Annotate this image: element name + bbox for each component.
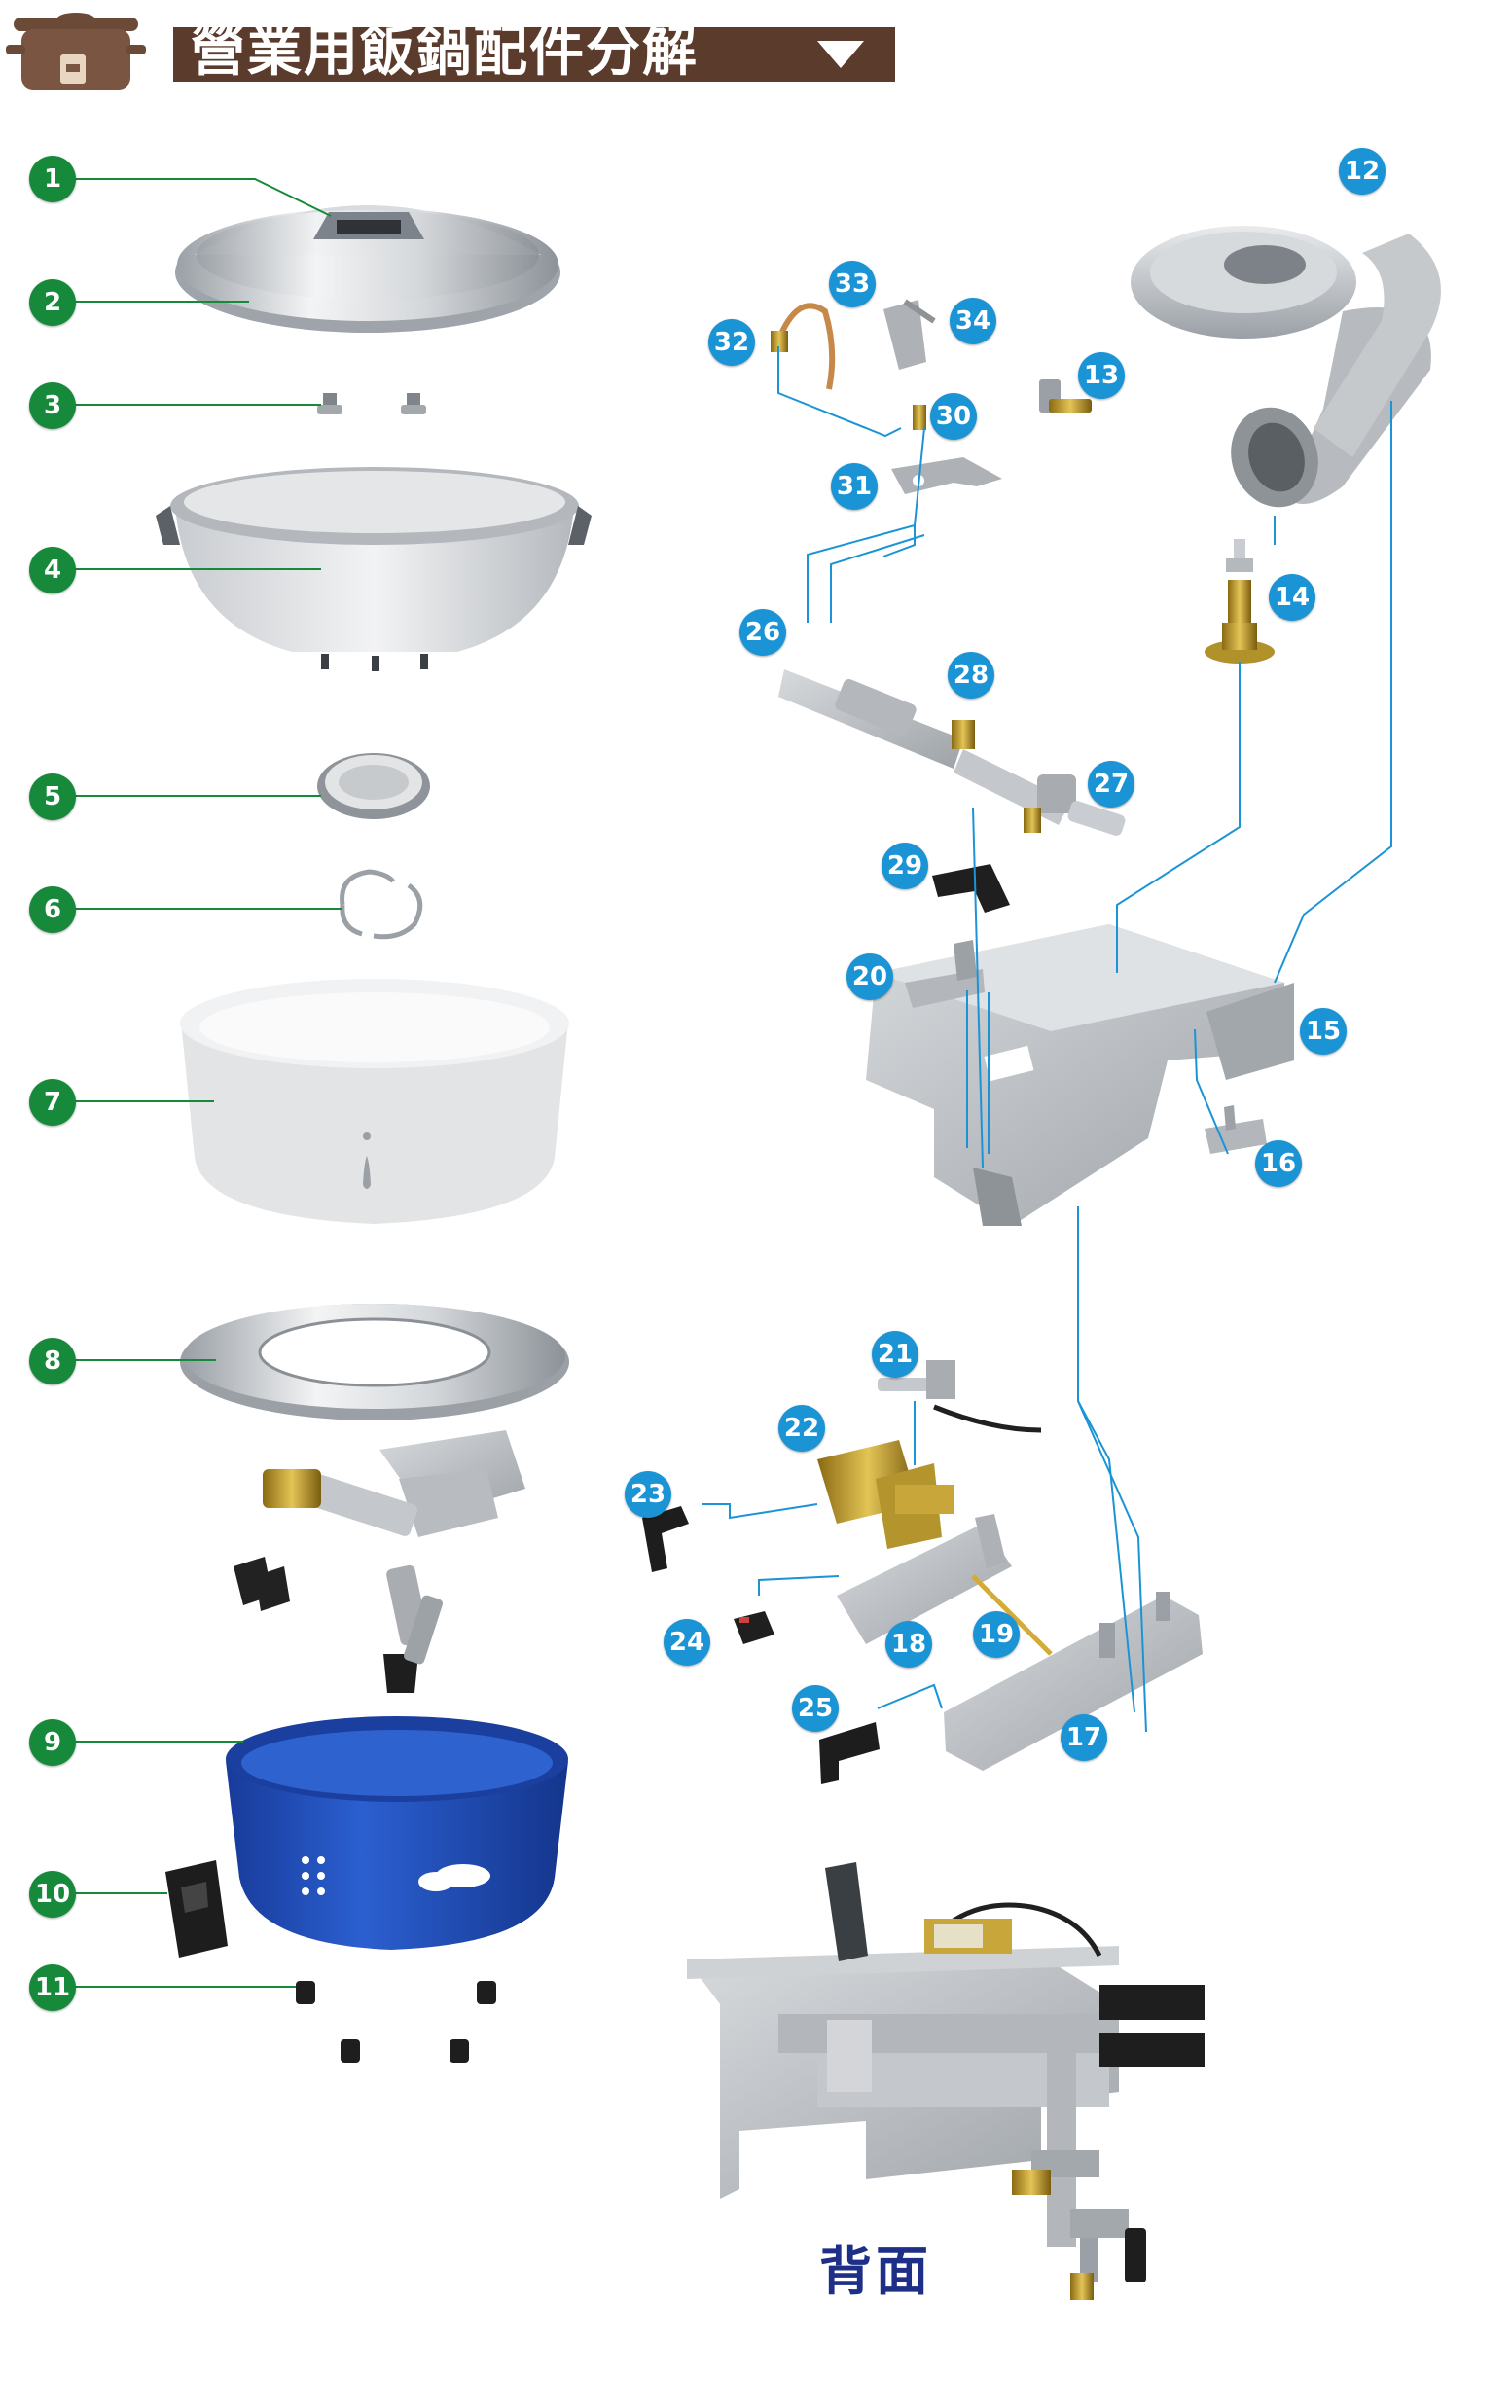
callout-19: 19 xyxy=(973,1611,1020,1658)
callout-11: 11 xyxy=(29,1964,76,2011)
lower-frame-rail xyxy=(944,1592,1203,1771)
valve-assembly-left xyxy=(234,1430,525,1693)
callout-22: 22 xyxy=(778,1405,825,1452)
leader-lines-left xyxy=(74,178,342,1988)
callout-24: 24 xyxy=(664,1619,710,1666)
ignition-bracket xyxy=(883,299,936,370)
callout-32: 32 xyxy=(708,319,755,366)
callout-20: 20 xyxy=(846,953,893,1000)
ring-plate xyxy=(180,1304,569,1420)
callout-3: 3 xyxy=(29,382,76,429)
callout-31: 31 xyxy=(831,463,878,510)
callout-12: 12 xyxy=(1339,148,1386,195)
gas-burner xyxy=(1131,226,1441,508)
callout-1: 1 xyxy=(29,156,76,202)
blue-base-enclosure xyxy=(226,1716,568,1950)
thermostat-cap xyxy=(317,753,430,819)
callout-9: 9 xyxy=(29,1719,76,1766)
lid-handle xyxy=(313,212,424,239)
gas-valve-body xyxy=(778,669,1126,836)
callout-17: 17 xyxy=(1061,1714,1107,1761)
callout-8: 8 xyxy=(29,1338,76,1384)
callout-30: 30 xyxy=(930,393,977,440)
callout-26: 26 xyxy=(739,609,786,656)
copper-pilot-tube xyxy=(771,303,836,390)
rice-cooker-icon xyxy=(6,13,146,90)
switch-bracket xyxy=(905,940,985,1008)
callout-27: 27 xyxy=(1088,761,1134,808)
callout-29: 29 xyxy=(882,843,928,889)
callout-16: 16 xyxy=(1255,1140,1302,1187)
main-chassis xyxy=(866,924,1294,1226)
callout-5: 5 xyxy=(29,773,76,820)
callout-21: 21 xyxy=(872,1331,918,1378)
rear-view-label: 背面 xyxy=(819,2241,932,2302)
valve-knob xyxy=(932,864,1010,913)
screws xyxy=(317,393,426,414)
callout-15: 15 xyxy=(1300,1008,1347,1055)
page-title: 營業用飯鍋配件分解 xyxy=(191,20,699,84)
callout-18: 18 xyxy=(885,1621,932,1668)
callout-13: 13 xyxy=(1078,352,1125,399)
small-knob xyxy=(734,1611,774,1644)
mounting-plate xyxy=(837,1514,1012,1644)
callout-6: 6 xyxy=(29,886,76,933)
pilot-nozzle xyxy=(913,405,926,430)
push-rod xyxy=(971,1574,1053,1656)
callout-28: 28 xyxy=(948,652,994,699)
retaining-clip xyxy=(340,869,423,940)
brass-bracket xyxy=(817,1440,954,1549)
lever-knob xyxy=(642,1506,689,1572)
elbow-fitting xyxy=(1039,379,1092,413)
callout-2: 2 xyxy=(29,279,76,326)
thermostat-switch xyxy=(878,1360,1042,1433)
callout-7: 7 xyxy=(29,1079,76,1126)
burner-nozzle xyxy=(1205,539,1275,664)
leader-lines-right xyxy=(702,346,1392,1733)
black-bracket xyxy=(165,1860,228,1958)
callout-34: 34 xyxy=(950,298,996,344)
pilot-bracket xyxy=(891,457,1002,494)
outer-body-shell xyxy=(180,979,569,1224)
callout-23: 23 xyxy=(625,1471,671,1518)
title-bar xyxy=(173,27,895,82)
lever-knob-lower xyxy=(819,1722,880,1784)
rubber-feet xyxy=(296,1981,496,2063)
callout-4: 4 xyxy=(29,547,76,593)
callout-33: 33 xyxy=(829,261,876,307)
triangle-down-icon xyxy=(817,41,864,68)
callout-10: 10 xyxy=(29,1871,76,1918)
callout-25: 25 xyxy=(792,1685,839,1732)
inner-cooking-pot xyxy=(156,467,592,671)
callout-14: 14 xyxy=(1269,574,1315,621)
rear-view-assembly xyxy=(687,1862,1205,2300)
small-bracket xyxy=(1205,1105,1267,1154)
